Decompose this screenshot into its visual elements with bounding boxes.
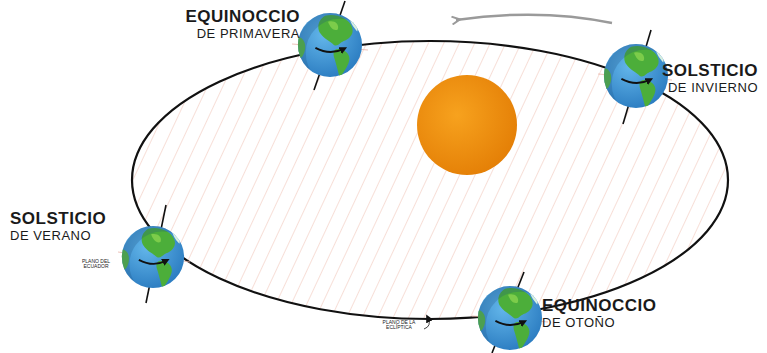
season-title: EQUINOCCIO	[542, 297, 692, 315]
orbit-ellipse	[132, 41, 728, 319]
season-subtitle: DE INVIERNO	[600, 81, 758, 95]
season-subtitle: DE PRIMAVERA	[160, 27, 300, 41]
earth-globe	[295, 13, 379, 92]
plane-label: PLANO DE LA ECLÍPTICA	[378, 320, 420, 331]
season-title: SOLSTICIO	[600, 62, 758, 80]
season-title: SOLSTICIO	[10, 210, 150, 228]
season-subtitle: DE OTOÑO	[542, 316, 692, 330]
direction-arrow	[456, 15, 612, 23]
leader-arrow	[424, 318, 429, 329]
season-title: EQUINOCCIO	[160, 8, 300, 26]
earth-globe	[119, 226, 200, 302]
sun	[417, 75, 517, 175]
plane-label: PLANO DEL ECUADOR	[72, 259, 120, 270]
season-subtitle: DE VERANO	[10, 229, 150, 243]
